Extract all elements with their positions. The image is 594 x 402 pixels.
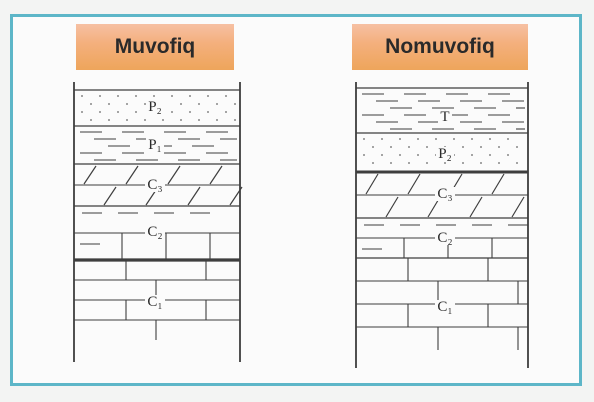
- sand-dot: [399, 138, 401, 140]
- sand-dot: [507, 138, 509, 140]
- sand-dot: [417, 138, 419, 140]
- sand-dot: [108, 103, 110, 105]
- sand-dot: [162, 119, 164, 121]
- sand-dot: [126, 119, 128, 121]
- pattern-line: [125, 165, 139, 185]
- sand-dot: [516, 162, 518, 164]
- sand-dot: [444, 162, 446, 164]
- right-layer-C2-label: C₂: [435, 230, 455, 246]
- sand-dot: [198, 103, 200, 105]
- pattern-line: [187, 186, 201, 206]
- sand-dot: [135, 111, 137, 113]
- sand-dot: [171, 95, 173, 97]
- sand-dot: [453, 138, 455, 140]
- sand-dot: [471, 138, 473, 140]
- sand-dot: [180, 119, 182, 121]
- sand-dot: [90, 119, 92, 121]
- sand-dot: [417, 154, 419, 156]
- sand-dot: [381, 138, 383, 140]
- left-layer-P2-label: P₂: [146, 99, 164, 115]
- unconformable-title: Nomuvofiq: [352, 24, 528, 70]
- sand-dot: [225, 95, 227, 97]
- sand-dot: [234, 103, 236, 105]
- sand-dot: [390, 162, 392, 164]
- pattern-line: [491, 173, 505, 195]
- sand-dot: [363, 154, 365, 156]
- sand-dot: [117, 111, 119, 113]
- sand-dot: [126, 103, 128, 105]
- sand-dot: [189, 95, 191, 97]
- sand-dot: [462, 146, 464, 148]
- pattern-line: [229, 186, 243, 206]
- sand-dot: [426, 162, 428, 164]
- pattern-line: [83, 165, 97, 185]
- sand-dot: [408, 162, 410, 164]
- sand-dot: [372, 146, 374, 148]
- sand-dot: [390, 146, 392, 148]
- sand-dot: [171, 111, 173, 113]
- sand-dot: [399, 154, 401, 156]
- pattern-line: [365, 173, 379, 195]
- sand-dot: [189, 111, 191, 113]
- sand-dot: [516, 146, 518, 148]
- sand-dot: [207, 111, 209, 113]
- right-layer-P2-label: P₂: [436, 146, 454, 162]
- sand-dot: [426, 146, 428, 148]
- sand-dot: [90, 103, 92, 105]
- sand-dot: [99, 111, 101, 113]
- sand-dot: [81, 95, 83, 97]
- left-layer-C1-label: C₁: [145, 294, 165, 310]
- sand-dot: [381, 154, 383, 156]
- sand-dot: [471, 154, 473, 156]
- sand-dot: [135, 95, 137, 97]
- sand-dot: [498, 162, 500, 164]
- sand-dot: [198, 119, 200, 121]
- pattern-line: [469, 196, 483, 218]
- sand-dot: [216, 103, 218, 105]
- left-layer-P1-label: P₁: [146, 137, 164, 153]
- pattern-line: [511, 196, 525, 218]
- right-layer-C1-label: C₁: [435, 299, 455, 315]
- sand-dot: [207, 95, 209, 97]
- pattern-line: [209, 165, 223, 185]
- right-layer-C3-label: C₃: [435, 186, 455, 202]
- sand-dot: [489, 154, 491, 156]
- sand-dot: [462, 162, 464, 164]
- pattern-line: [407, 173, 421, 195]
- pattern-line: [103, 186, 117, 206]
- sand-dot: [117, 95, 119, 97]
- pattern-line: [167, 165, 181, 185]
- sand-dot: [81, 111, 83, 113]
- sand-dot: [363, 138, 365, 140]
- sand-dot: [225, 111, 227, 113]
- sand-dot: [408, 146, 410, 148]
- diagram-frame: [10, 14, 582, 386]
- sand-dot: [99, 95, 101, 97]
- sand-dot: [435, 138, 437, 140]
- sand-dot: [216, 119, 218, 121]
- sand-dot: [153, 95, 155, 97]
- sand-dot: [144, 103, 146, 105]
- sand-dot: [234, 119, 236, 121]
- sand-dot: [507, 154, 509, 156]
- sand-dot: [498, 146, 500, 148]
- pattern-line: [385, 196, 399, 218]
- left-layer-C2-label: C₂: [145, 224, 165, 240]
- right-layer-T-label: T: [438, 109, 452, 125]
- sand-dot: [480, 146, 482, 148]
- conformable-title: Muvofiq: [76, 24, 234, 70]
- left-layer-C3-label: C₃: [145, 177, 165, 193]
- sand-dot: [144, 119, 146, 121]
- sand-dot: [372, 162, 374, 164]
- sand-dot: [108, 119, 110, 121]
- sand-dot: [180, 103, 182, 105]
- sand-dot: [480, 162, 482, 164]
- sand-dot: [489, 138, 491, 140]
